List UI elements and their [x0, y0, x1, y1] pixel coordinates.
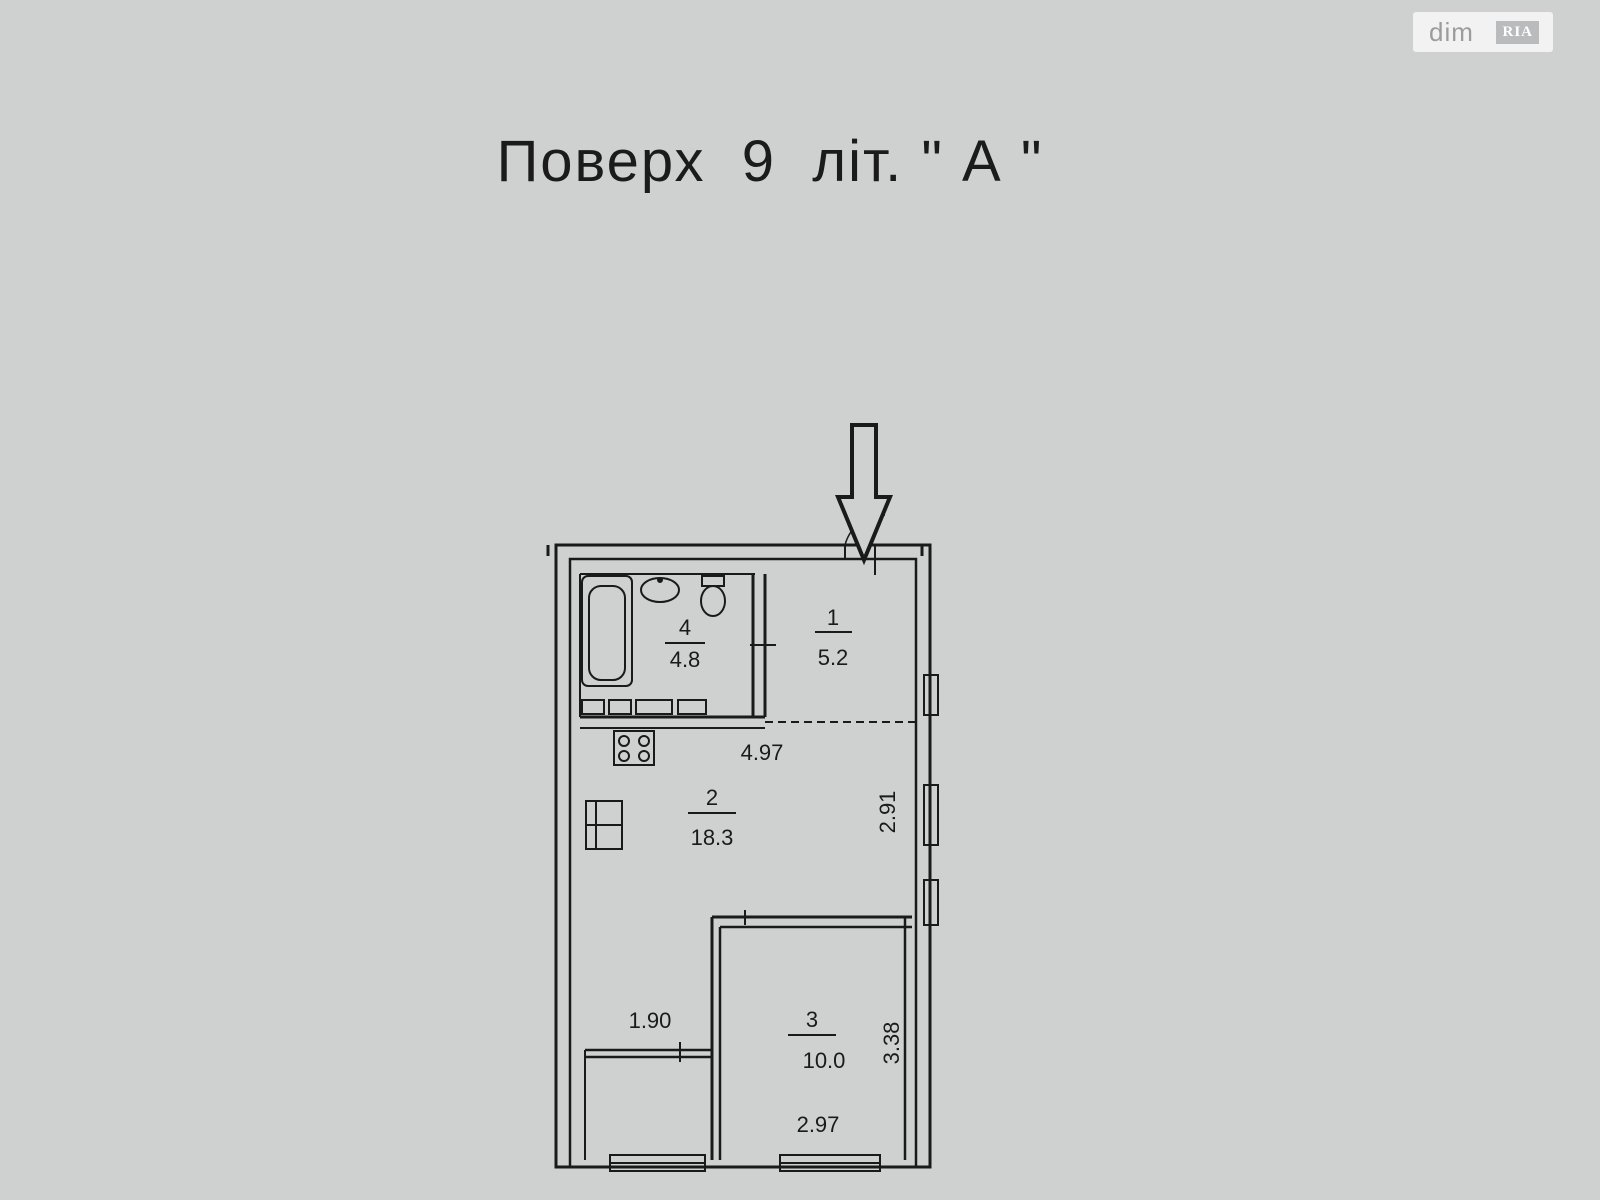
entrance-arrow-icon	[835, 423, 893, 566]
bathroom-cabinets	[581, 699, 707, 715]
room-area-4: 4.8	[670, 647, 701, 672]
room-label-3: 3 10.0	[788, 1007, 845, 1073]
dimension-living-depth: 2.91	[875, 791, 900, 834]
room-area-1: 5.2	[818, 645, 849, 670]
room-number-4: 4	[679, 615, 691, 640]
toilet	[700, 575, 726, 617]
room-number-1: 1	[827, 605, 839, 630]
room-area-2: 18.3	[691, 825, 734, 850]
room-number-2: 2	[706, 785, 718, 810]
stove	[613, 730, 655, 766]
room-label-1: 1 5.2	[815, 605, 852, 670]
watermark-badge: RIA	[1496, 20, 1539, 44]
dimension-bedroom-width: 2.97	[797, 1112, 840, 1137]
room-area-3: 10.0	[803, 1048, 846, 1073]
bathtub	[581, 575, 633, 687]
room-number-3: 3	[806, 1007, 818, 1032]
dimension-corridor-width: 1.90	[629, 1008, 672, 1033]
floor-title: Поверх 9 літ. " А "	[496, 129, 1044, 194]
watermark-text: dim	[1429, 16, 1474, 47]
storage-room-walls	[584, 1042, 712, 1160]
outer-walls	[546, 543, 932, 1169]
dim-ria-watermark: dim RIA	[1413, 12, 1553, 52]
dimension-bedroom-depth: 3.38	[879, 1022, 904, 1065]
windows	[609, 674, 939, 1172]
dimension-hall-width: 4.97	[741, 740, 784, 765]
room-label-2: 2 18.3	[688, 785, 736, 850]
room-label-4: 4 4.8	[665, 615, 705, 672]
sink	[640, 577, 680, 603]
kitchen-sink	[585, 800, 623, 850]
bedroom-walls	[710, 910, 912, 1160]
